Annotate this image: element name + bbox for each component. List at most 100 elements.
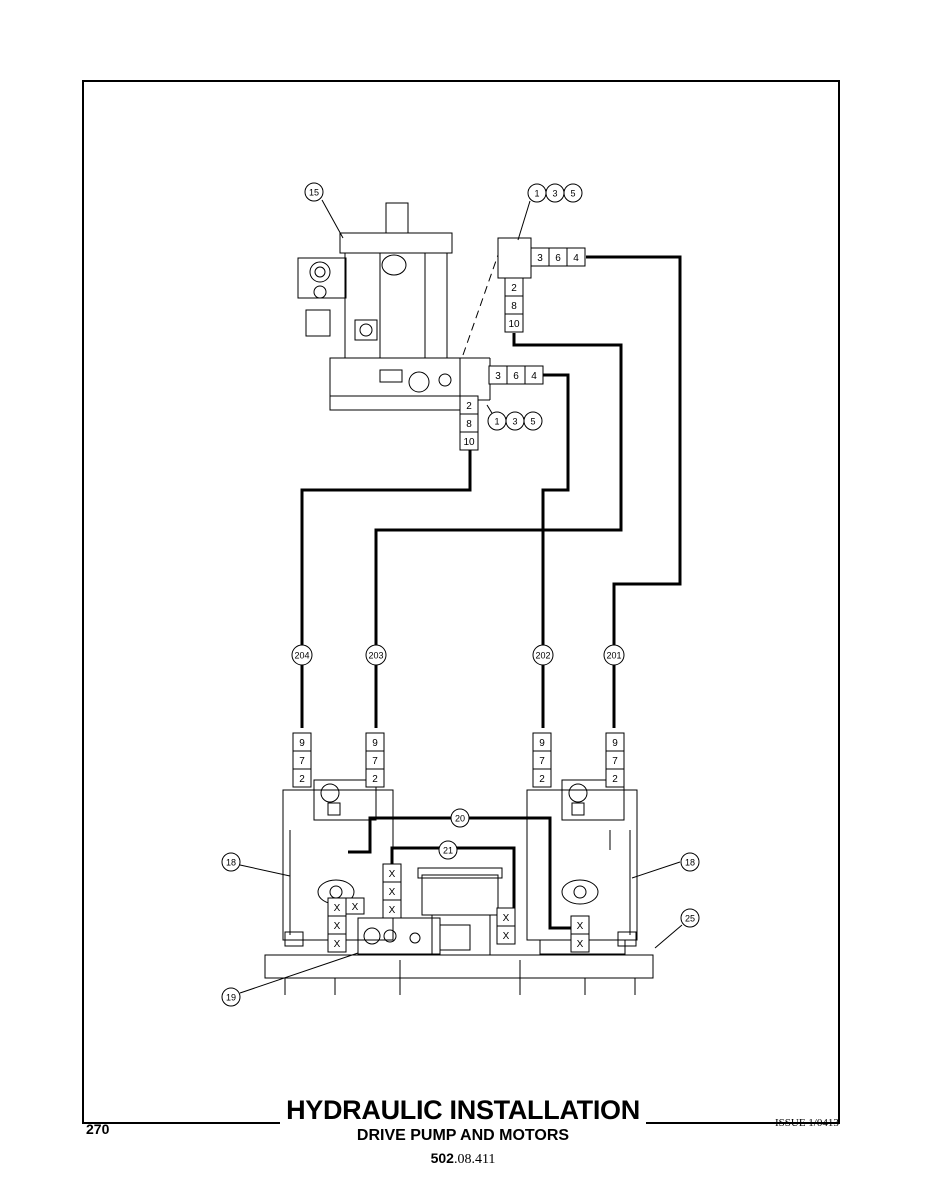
svg-text:3: 3 — [552, 189, 557, 199]
svg-text:X: X — [334, 939, 341, 950]
svg-text:3: 3 — [495, 371, 501, 382]
pump-top-row-tag-0: 3 — [530, 247, 550, 267]
svg-text:8: 8 — [511, 301, 517, 312]
document-number: 502.08.411 — [380, 1150, 546, 1168]
svg-text:9: 9 — [539, 738, 545, 749]
svg-text:6: 6 — [513, 371, 519, 382]
x-tag-right-1: X — [570, 933, 590, 953]
svg-text:7: 7 — [299, 756, 305, 767]
fitting-callout-bottom-1: 3 — [505, 411, 525, 431]
svg-text:5: 5 — [570, 189, 575, 199]
svg-text:2: 2 — [466, 401, 472, 412]
hose-204-callout: 204 — [291, 644, 313, 666]
pump-bottom-col-tag-1: 8 — [459, 413, 479, 433]
x-tag-left-a-0: X — [327, 897, 347, 917]
svg-text:8: 8 — [466, 419, 472, 430]
hose-20-line — [348, 816, 572, 930]
x-tag-right-center-1: X — [496, 925, 516, 945]
svg-text:204: 204 — [294, 651, 309, 661]
fitting-callout-top-0: 1 — [527, 183, 547, 203]
leader-25 — [654, 924, 683, 949]
pump-top-row-tag-2: 4 — [566, 247, 586, 267]
svg-text:10: 10 — [463, 437, 475, 448]
svg-text:203: 203 — [368, 651, 383, 661]
leader-19 — [239, 952, 359, 994]
item-19-callout: 19 — [221, 987, 241, 1007]
x-tag-left-a-1: X — [327, 915, 347, 935]
x-tag-center-0: X — [382, 863, 402, 883]
svg-text:15: 15 — [309, 188, 319, 198]
svg-text:25: 25 — [685, 914, 695, 924]
motor-port-tag-1-1: 7 — [365, 750, 385, 770]
svg-text:2: 2 — [299, 774, 305, 785]
motor-port-tag-0-0: 9 — [292, 732, 312, 752]
svg-text:2: 2 — [539, 774, 545, 785]
fitting-callout-bottom-2: 5 — [523, 411, 543, 431]
motor-port-tag-1-0: 9 — [365, 732, 385, 752]
svg-text:X: X — [389, 869, 396, 880]
svg-text:X: X — [352, 902, 359, 913]
motor-port-tag-3-2: 2 — [605, 768, 625, 788]
x-tag-right-center-0: X — [496, 907, 516, 927]
document-number-bold: 502 — [430, 1150, 454, 1166]
right-drive-motor — [526, 779, 638, 947]
pump-bottom-col-tag-0: 2 — [459, 395, 479, 415]
center-valve-block — [357, 867, 503, 956]
hose-202-line — [541, 373, 570, 728]
motor-port-tag-3-1: 7 — [605, 750, 625, 770]
pump-bottom-row-tag-1: 6 — [506, 365, 526, 385]
leader-135-top — [517, 200, 531, 241]
hose-203-callout: 203 — [365, 644, 387, 666]
svg-text:X: X — [389, 905, 396, 916]
pump-bottom-row-tag-2: 4 — [524, 365, 544, 385]
issue-label: ISSUE 1/0413 — [775, 1117, 839, 1129]
svg-text:9: 9 — [372, 738, 378, 749]
item-21-callout: 21 — [438, 840, 458, 860]
svg-text:7: 7 — [612, 756, 618, 767]
svg-text:7: 7 — [372, 756, 378, 767]
item-20-callout: 20 — [450, 808, 470, 828]
svg-text:4: 4 — [573, 253, 579, 264]
hose-203-line — [374, 333, 623, 728]
motor-port-tag-2-1: 7 — [532, 750, 552, 770]
drawing-title: HYDRAULIC INSTALLATION — [280, 1094, 646, 1126]
svg-text:21: 21 — [443, 846, 453, 856]
pump-top-col-tag-1: 8 — [504, 295, 524, 315]
pump-bottom-row-tag-0: 3 — [488, 365, 508, 385]
item-25-callout: 25 — [680, 908, 700, 928]
svg-text:6: 6 — [555, 253, 561, 264]
svg-text:18: 18 — [226, 858, 236, 868]
fitting-callout-top-2: 5 — [563, 183, 583, 203]
motor-port-tag-3-0: 9 — [605, 732, 625, 752]
svg-text:X: X — [577, 939, 584, 950]
pump-top-row-tag-1: 6 — [548, 247, 568, 267]
hose-201-line — [586, 255, 682, 728]
pump-bottom-col-tag-2: 10 — [459, 431, 479, 451]
motor-port-tag-1-2: 2 — [365, 768, 385, 788]
fitting-callout-top-1: 3 — [545, 183, 565, 203]
pump-top-col-tag-2: 10 — [504, 313, 524, 333]
svg-text:X: X — [334, 903, 341, 914]
svg-text:7: 7 — [539, 756, 545, 767]
x-tag-left-b: X — [345, 897, 365, 915]
hose-202-callout: 202 — [532, 644, 554, 666]
svg-text:3: 3 — [512, 417, 517, 427]
svg-text:18: 18 — [685, 858, 695, 868]
motor-port-tag-0-1: 7 — [292, 750, 312, 770]
svg-text:2: 2 — [612, 774, 618, 785]
svg-text:20: 20 — [455, 814, 465, 824]
svg-text:10: 10 — [508, 319, 520, 330]
item-15-callout: 15 — [304, 182, 324, 202]
svg-text:19: 19 — [226, 993, 236, 1003]
x-tag-center-2: X — [382, 899, 402, 919]
svg-text:X: X — [334, 921, 341, 932]
pump-top-col-tag-0: 2 — [504, 277, 524, 297]
motor-port-tag-2-0: 9 — [532, 732, 552, 752]
page-number: 270 — [86, 1121, 110, 1137]
pump-fitting-block-top — [497, 237, 532, 279]
item-18-left-callout: 18 — [221, 852, 241, 872]
leader-18-right — [631, 861, 681, 879]
svg-text:X: X — [577, 921, 584, 932]
fitting-callout-bottom-0: 1 — [487, 411, 507, 431]
